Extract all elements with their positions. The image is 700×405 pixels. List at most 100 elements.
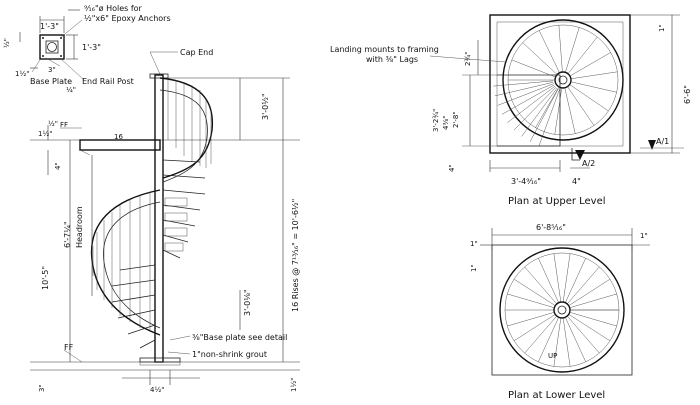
tread-line bbox=[524, 315, 557, 354]
dim-6-8: 6'-8⁵⁄₁₆" bbox=[536, 223, 566, 232]
tread-line bbox=[538, 258, 559, 303]
section-mark-a1 bbox=[648, 140, 656, 150]
tread-line bbox=[565, 317, 586, 362]
headroom-label: Headroom bbox=[75, 206, 84, 248]
dim-detail-depth: 1'-3" bbox=[82, 43, 101, 52]
dim-4-3-8: 4⅜" bbox=[442, 116, 450, 130]
tread-line bbox=[501, 84, 555, 115]
tread-line bbox=[553, 253, 562, 303]
lower-stair-circle bbox=[499, 247, 625, 373]
balusters-upper bbox=[167, 79, 212, 168]
tread-line bbox=[558, 25, 563, 73]
tread-line bbox=[568, 314, 611, 342]
anchor-hole-icon bbox=[42, 37, 44, 39]
landing-note-line1: Landing mounts to framing bbox=[330, 45, 439, 54]
landing-fan-lines bbox=[493, 80, 560, 146]
tread-line bbox=[521, 87, 558, 137]
section-a2-label: A/2 bbox=[582, 159, 595, 168]
tread-line bbox=[507, 85, 556, 123]
ff-lower-label: FF bbox=[64, 343, 74, 352]
balusters-lower bbox=[92, 192, 151, 330]
dim-3-0-half: 3'-0½" bbox=[261, 93, 270, 120]
tread-line bbox=[524, 266, 557, 305]
leader-line bbox=[59, 19, 83, 39]
cap-end-label: Cap End bbox=[180, 48, 213, 57]
dim-detail-width: 1'-3" bbox=[40, 22, 59, 31]
upper-opening-outline bbox=[489, 14, 631, 154]
tread-line bbox=[564, 87, 576, 134]
dim-upper-half: ½" bbox=[48, 120, 58, 128]
tread-line bbox=[513, 314, 556, 342]
tread-line bbox=[562, 317, 571, 367]
stair-treads bbox=[111, 159, 206, 349]
tread-line bbox=[570, 71, 618, 80]
dim-three-inch: 3" bbox=[48, 66, 56, 74]
tread-line bbox=[538, 30, 560, 73]
dim-4-right: 4" bbox=[572, 177, 581, 186]
tread-line bbox=[569, 52, 611, 77]
rises-text: 16 Rises @ 7¹³⁄₁₆" = 10'-6½" bbox=[291, 199, 300, 312]
dim-3-2: 3'-2¾" bbox=[432, 109, 440, 132]
tread-line bbox=[569, 312, 617, 327]
up-label: UP bbox=[548, 352, 557, 360]
tread-line bbox=[535, 86, 560, 128]
tread-line bbox=[513, 86, 557, 131]
lower-plan-title: Plan at Lower Level bbox=[508, 390, 605, 401]
dim-3-bottom: 3" bbox=[38, 384, 46, 392]
dim-4: 4" bbox=[54, 162, 62, 170]
upper-plan-title: Plan at Upper Level bbox=[508, 196, 606, 207]
cap-end-plate bbox=[149, 73, 169, 79]
dim-quarter-inch: ¼" bbox=[66, 86, 76, 94]
base-plate-note: ⅜"Base plate see detail bbox=[192, 333, 287, 342]
upper-landing-slab bbox=[79, 139, 161, 151]
upper-stair-circle bbox=[502, 19, 624, 141]
lower-plan bbox=[480, 228, 650, 376]
dim-4-left: 4" bbox=[448, 164, 456, 172]
lower-center-column bbox=[553, 301, 571, 319]
dim-upper-1half: 1½" bbox=[38, 130, 52, 138]
tread-line bbox=[565, 258, 586, 303]
handrail-upper bbox=[159, 77, 214, 179]
handrail-lower bbox=[90, 189, 161, 336]
upper-plan bbox=[429, 14, 684, 172]
tread-line bbox=[522, 42, 558, 75]
tread-line bbox=[497, 83, 554, 106]
anchor-hole-icon bbox=[60, 55, 62, 57]
headroom-dim-text: 6'-7¼" bbox=[63, 221, 72, 248]
tread-line bbox=[567, 315, 600, 354]
dim-16: 16 bbox=[114, 133, 123, 141]
end-rail-post-label: End Rail Post bbox=[82, 77, 134, 86]
tread-line bbox=[562, 253, 571, 303]
dim-3-4: 3'-4⁹⁄₁₆" bbox=[511, 177, 541, 186]
dim-1-left: 1" bbox=[470, 240, 478, 248]
anchor-hole-icon bbox=[42, 55, 44, 57]
tread-line bbox=[511, 59, 556, 78]
center-column bbox=[154, 74, 164, 363]
dim-1-side: 1" bbox=[470, 264, 478, 272]
tread-line bbox=[529, 88, 559, 142]
ff-upper-label: FF bbox=[60, 121, 68, 129]
tread-line bbox=[569, 293, 617, 308]
tread-line bbox=[513, 278, 556, 306]
dim-1-right: 1" bbox=[640, 232, 648, 240]
leader-line bbox=[59, 57, 85, 81]
tread-line bbox=[553, 317, 562, 367]
dim-one-and-half: 1½" bbox=[15, 70, 29, 78]
dim-4-half: 4½" bbox=[150, 386, 164, 394]
dim-half-inch: ½" bbox=[3, 38, 11, 48]
hole-note-line1: ⁹⁄₁₆"ø Holes for bbox=[84, 4, 143, 13]
upper-center-column bbox=[554, 71, 572, 89]
base-plate-detail bbox=[19, 9, 85, 81]
tread-line bbox=[568, 278, 611, 306]
hole-note-line2: ½"x6" Epoxy Anchors bbox=[84, 14, 171, 23]
landing-note-line2: with ⅜" Lags bbox=[366, 55, 418, 64]
lower-outline bbox=[491, 244, 633, 376]
tread-line bbox=[554, 87, 563, 135]
tread-line bbox=[570, 81, 617, 93]
base-plate-outline bbox=[39, 34, 65, 60]
stair-elevation bbox=[30, 51, 300, 385]
upper-tread-lines bbox=[508, 25, 618, 135]
post-hole-circle bbox=[47, 42, 57, 52]
tread-line bbox=[507, 293, 555, 308]
